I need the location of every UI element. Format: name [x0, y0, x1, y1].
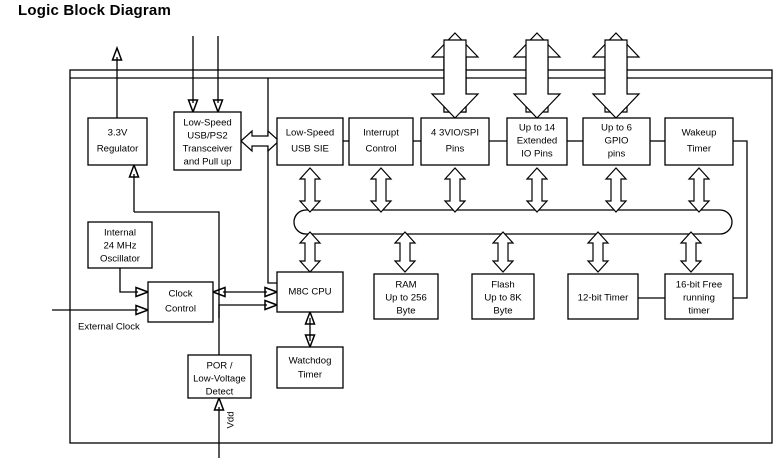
- block-timer16-line-1: running: [683, 293, 715, 304]
- block-por-lvd[interactable]: POR / Low-Voltage Detect: [187, 354, 252, 399]
- arrowhead-clock-cpu-right: [264, 286, 280, 298]
- block-flash[interactable]: Flash Up to 8K Byte: [471, 273, 535, 320]
- arrowhead-por-to-cpu: [264, 299, 280, 311]
- block-interrupt-control[interactable]: Interrupt Control: [348, 117, 414, 166]
- system-bus: [293, 209, 733, 235]
- block-oscillator-line-0: Internal: [104, 228, 136, 239]
- arrowhead-dplus: [187, 99, 199, 115]
- block-por-line-0: POR /: [206, 361, 232, 372]
- hollow-arrow-interrupt-bus: [369, 167, 393, 213]
- block-m8c-cpu[interactable]: M8C CPU: [276, 271, 344, 313]
- page-title: Logic Block Diagram: [18, 2, 172, 19]
- block-gpio-pins[interactable]: Up to 6 GPIO pins: [582, 117, 651, 166]
- block-oscillator-line-2: Oscillator: [100, 254, 141, 265]
- hollow-arrow-spi-external: [430, 32, 480, 119]
- block-watchdog-line-0: Watchdog: [289, 356, 332, 367]
- block-transceiver-line-0: Low-Speed: [183, 118, 232, 129]
- block-transceiver-line-2: Transceiver: [183, 144, 234, 155]
- block-16bit-free-running-timer[interactable]: 16-bit Free running timer: [664, 273, 734, 320]
- arrowhead-osc-to-clock: [135, 286, 151, 298]
- block-usb-sie[interactable]: Low-Speed USB SIE: [276, 117, 344, 166]
- block-12bit-timer[interactable]: 12-bit Timer: [567, 273, 639, 320]
- block-por-line-2: Detect: [206, 387, 234, 398]
- block-ram-line-0: RAM: [395, 280, 416, 291]
- label-external-clock: External Clock: [78, 322, 140, 333]
- block-transceiver-line-1: USB/PS2: [187, 131, 228, 142]
- arrowhead-vdd: [213, 395, 225, 411]
- block-extio-line-1: Extended: [517, 136, 558, 147]
- block-spi-pins[interactable]: 4 3VIO/SPI Pins: [420, 117, 490, 166]
- block-spi-line-1: Pins: [446, 144, 465, 155]
- block-transceiver-line-3: and Pull up: [183, 157, 231, 168]
- block-extio-line-0: Up to 14: [519, 123, 556, 134]
- block-gpio-line-1: GPIO: [605, 136, 629, 147]
- block-ram[interactable]: RAM Up to 256 Byte: [373, 273, 439, 320]
- block-regulator[interactable]: 3.3V Regulator: [87, 117, 148, 166]
- block-wakeup-line-1: Timer: [687, 144, 712, 155]
- hollow-arrow-bus-ram: [393, 231, 417, 273]
- block-timer12-line-0: 12-bit Timer: [578, 293, 629, 304]
- wire-por-to-cpu: [218, 304, 267, 355]
- arrowhead-cpu-watchdog-down: [304, 334, 316, 350]
- block-extended-io-pins[interactable]: Up to 14 Extended IO Pins: [506, 117, 568, 166]
- block-oscillator[interactable]: Internal 24 MHz Oscillator: [87, 221, 153, 269]
- block-ram-line-1: Up to 256: [385, 293, 427, 304]
- hollow-arrow-transceiver-sie: [240, 129, 280, 153]
- wire-osc-to-clock: [119, 267, 138, 293]
- block-oscillator-line-1: 24 MHz: [103, 241, 136, 252]
- arrowhead-regulator-supply: [128, 162, 140, 178]
- block-regulator-line-0: 3.3V: [108, 128, 128, 139]
- hollow-arrow-gpio-bus: [604, 167, 628, 213]
- block-watchdog-line-1: Timer: [298, 370, 323, 381]
- arrowhead-regulator-out: [111, 45, 123, 61]
- block-timer16-line-2: timer: [688, 306, 710, 317]
- block-flash-line-1: Up to 8K: [484, 293, 522, 304]
- block-timer16-line-0: 16-bit Free: [676, 280, 722, 291]
- hollow-arrow-sie-bus: [298, 167, 322, 213]
- block-clock-control-line-0: Clock: [169, 289, 193, 300]
- hollow-arrow-bus-timer12: [586, 231, 610, 273]
- arrowhead-dminus: [212, 99, 224, 115]
- block-por-line-1: Low-Voltage: [193, 374, 246, 385]
- block-m8c-cpu-line-0: M8C CPU: [288, 287, 331, 298]
- block-usb-transceiver[interactable]: Low-Speed USB/PS2 Transceiver and Pull u…: [173, 111, 242, 171]
- wire-wakeup-to-freetimer: [733, 140, 748, 299]
- chip-boundary-frame: [69, 69, 773, 444]
- label-vdd: Vdd: [226, 411, 237, 428]
- block-ram-line-2: Byte: [396, 306, 415, 317]
- block-flash-line-0: Flash: [491, 280, 514, 291]
- block-flash-line-2: Byte: [493, 306, 512, 317]
- block-spi-line-0: 4 3VIO/SPI: [431, 128, 479, 139]
- block-clock-control[interactable]: Clock Control: [147, 281, 214, 323]
- block-interrupt-line-1: Control: [366, 144, 397, 155]
- block-usb-sie-line-0: Low-Speed: [286, 128, 335, 139]
- block-regulator-line-1: Regulator: [97, 144, 139, 155]
- block-clock-control-line-1: Control: [165, 304, 196, 315]
- wire-regulator-supply-h: [134, 211, 220, 318]
- block-usb-sie-line-1: USB SIE: [291, 144, 329, 155]
- hollow-arrow-spi-bus: [443, 167, 467, 213]
- block-gpio-line-2: pins: [608, 149, 626, 160]
- arrowhead-clock-cpu-left: [210, 286, 226, 298]
- block-gpio-line-0: Up to 6: [601, 123, 632, 134]
- block-watchdog-timer[interactable]: Watchdog Timer: [276, 346, 344, 389]
- arrowhead-cpu-watchdog-up: [304, 309, 316, 325]
- block-interrupt-line-0: Interrupt: [363, 128, 399, 139]
- hollow-arrow-extio-external: [512, 32, 562, 119]
- hollow-arrow-bus-flash: [491, 231, 515, 273]
- block-wakeup-line-0: Wakeup: [682, 128, 717, 139]
- arrowhead-external-clock: [135, 304, 151, 316]
- hollow-arrow-wakeup-bus: [687, 167, 711, 213]
- block-wakeup-timer[interactable]: Wakeup Timer: [664, 117, 734, 166]
- block-extio-line-2: IO Pins: [521, 149, 553, 160]
- hollow-arrow-gpio-external: [591, 32, 641, 119]
- hollow-arrow-bus-timer16: [679, 231, 703, 273]
- wire-sie-spine-to-cpu: [267, 78, 277, 284]
- hollow-arrow-bus-cpu: [298, 231, 322, 273]
- hollow-arrow-extio-bus: [525, 167, 549, 213]
